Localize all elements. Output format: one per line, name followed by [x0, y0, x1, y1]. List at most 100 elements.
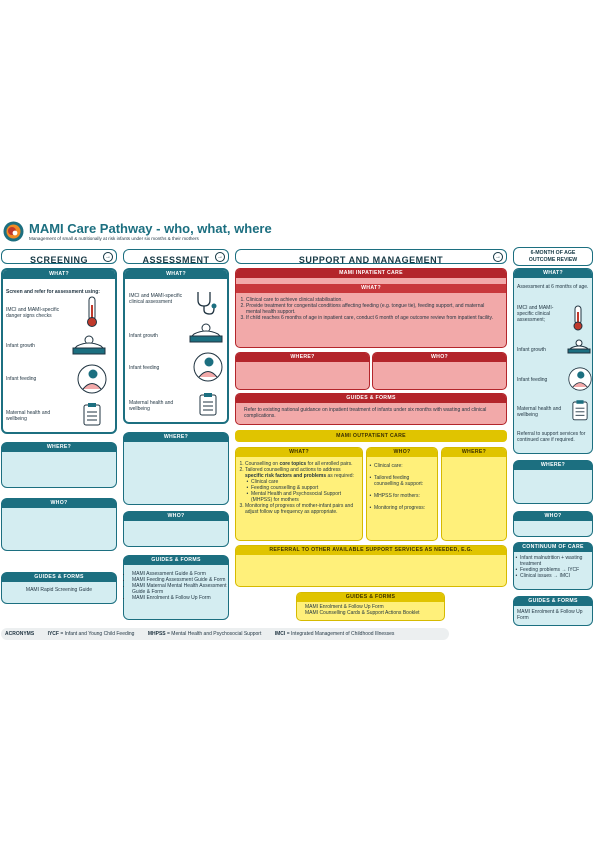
inpatient-where-header: WHERE? [236, 353, 369, 362]
clipboard-icon [83, 403, 101, 426]
outpatient-where-header: WHERE? [442, 448, 506, 457]
thermometer-icon [87, 296, 97, 327]
page-title: MAMI Care Pathway - who, what, where [29, 221, 272, 236]
outpatient-who-item: Clinical care: [374, 463, 434, 469]
screening-where-header: WHERE? [2, 443, 116, 452]
assessment-where-box: WHERE? [123, 432, 229, 505]
acronym-key: MHPSS [147, 631, 166, 637]
mother-baby-icon [77, 364, 107, 394]
inpatient-what-list: Clinical care to achieve clinical stabil… [236, 297, 498, 321]
assessment-title[interactable]: ASSESSMENT → [123, 249, 229, 265]
screening-who-box: WHO? [1, 498, 117, 551]
outpatient-where-box: WHERE? [441, 447, 507, 541]
screening-item-growth: Infant growth [6, 343, 35, 349]
outpatient-sub-item: Mental Health and Psychosocial Support (… [251, 491, 360, 503]
continuum-header: CONTINUUM OF CARE [514, 543, 592, 552]
mother-baby-icon [193, 352, 223, 382]
assessment-guides-box: GUIDES & FORMS MAMI Assessment Guide & F… [123, 555, 229, 620]
review-title-text: 6-MONTH OF AGE OUTCOME REVIEW [528, 250, 578, 263]
acronym-value: = Mental Health and Psychosocial Support [165, 631, 262, 637]
review-guides-header: GUIDES & FORMS [514, 597, 592, 606]
outpatient-title: MAMI OUTPATIENT CARE [235, 430, 507, 442]
outpatient-who-item: Monitoring of progress: [374, 505, 434, 511]
assessment-title-text: ASSESSMENT [142, 255, 210, 265]
continuum-box: CONTINUUM OF CARE Infant malnutrition + … [513, 542, 593, 590]
outpatient-what-header: WHAT? [236, 448, 362, 457]
screening-who-header: WHO? [2, 499, 116, 508]
inpatient-title: MAMI INPATIENT CARE [236, 269, 506, 278]
outpatient-guides-list: MAMI Enrolment & Follow Up Form MAMI Cou… [297, 604, 444, 616]
review-item-feeding: Infant feeding [517, 377, 548, 383]
screening-title[interactable]: SCREENING → [1, 249, 117, 265]
assessment-guides-list: MAMI Assessment Guide & Form MAMI Feedin… [124, 571, 228, 601]
screening-title-text: SCREENING [29, 255, 88, 265]
assessment-who-header: WHO? [124, 512, 228, 521]
inpatient-who-header: WHO? [373, 353, 506, 362]
continuum-item: Infant malnutrition + wasting treatment [520, 555, 592, 567]
support-title-text: SUPPORT AND MANAGEMENT [298, 255, 444, 265]
assessment-guide-item: MAMI Maternal Mental Health Assessment G… [132, 583, 228, 595]
review-what-box: WHAT? Assessment at 6 months of age. IMC… [513, 268, 593, 454]
clipboard-icon [572, 400, 588, 421]
assessment-guides-header: GUIDES & FORMS [124, 556, 228, 565]
scale-baby-icon [72, 335, 106, 355]
stethoscope-icon [197, 292, 217, 315]
acronyms-bar: ACRONYMS IYCF = Infant and Young Child F… [1, 628, 449, 640]
acronym-value: = Integrated Management of Childhood Ill… [285, 631, 395, 637]
screening-intro: Screen and refer for assessment using: [6, 289, 100, 295]
assessment-item-clinical: IMCI and MAMI-specific clinical assessme… [129, 293, 183, 305]
outpatient-guides-header: GUIDES & FORMS [297, 593, 444, 602]
screening-what-header: WHAT? [3, 270, 115, 279]
review-item-maternal: Maternal health and wellbeing [517, 406, 562, 418]
assessment-who-box: WHO? [123, 511, 229, 547]
review-item-clinical: IMCI and MAMI-specific clinical assessme… [517, 305, 554, 323]
review-item-growth: Infant growth [517, 347, 546, 353]
screening-guides-header: GUIDES & FORMS [2, 573, 116, 582]
clipboard-icon [199, 393, 217, 416]
thermometer-icon [573, 305, 583, 331]
assessment-guide-item: MAMI Enrolment & Follow Up Form [132, 595, 228, 601]
arrow-right-icon: → [493, 251, 503, 262]
screening-item-maternal: Maternal health and wellbeing [6, 410, 51, 422]
assessment-item-growth: Infant growth [129, 333, 158, 339]
referral-header: REFERRAL TO OTHER AVAILABLE SUPPORT SERV… [236, 546, 506, 555]
arrow-right-icon: → [215, 251, 225, 262]
scale-baby-icon [567, 339, 591, 354]
assessment-item-maternal: Maternal health and wellbeing [129, 400, 174, 412]
outpatient-guide-item: MAMI Counselling Cards & Support Actions… [305, 610, 444, 616]
acronym-value: = Infant and Young Child Feeding [58, 631, 135, 637]
outpatient-what-item: Tailored counselling and actions to addr… [245, 467, 360, 503]
review-guide-item: MAMI Enrolment & Follow Up Form [517, 609, 583, 621]
acronyms-label: ACRONYMS [5, 631, 35, 637]
continuum-item: Clinical issues → IMCI [520, 573, 592, 579]
outpatient-guide-item: MAMI Enrolment & Follow Up Form [305, 604, 444, 610]
screening-guides-box: GUIDES & FORMS MAMI Rapid Screening Guid… [1, 572, 117, 604]
inpatient-what-box: MAMI INPATIENT CARE WHAT? Clinical care … [235, 268, 507, 348]
outpatient-what-list: Counselling on core topics for all enrol… [236, 461, 360, 515]
assessment-what-box: WHAT? IMCI and MAMI-specific clinical as… [123, 268, 229, 424]
outpatient-who-list: Clinical care: Tailored feeding counsell… [367, 463, 434, 511]
acronym-key: IYCF [47, 631, 59, 637]
mother-baby-icon [568, 367, 592, 391]
outpatient-sub-item: Clinical care [251, 479, 360, 485]
assessment-guide-item: MAMI Feeding Assessment Guide & Form [132, 577, 228, 583]
screening-where-box: WHERE? [1, 442, 117, 488]
outpatient-guides-box: GUIDES & FORMS MAMI Enrolment & Follow U… [296, 592, 445, 621]
support-title[interactable]: SUPPORT AND MANAGEMENT → [235, 249, 507, 265]
review-who-header: WHO? [514, 512, 592, 521]
outpatient-what-box: WHAT? Counselling on core topics for all… [235, 447, 363, 541]
inpatient-guides-header: GUIDES & FORMS [236, 394, 506, 403]
review-item-assessment: Assessment at 6 months of age. [517, 284, 589, 290]
inpatient-guides-text: Refer to existing national guidance on i… [244, 407, 487, 419]
scale-baby-icon [189, 323, 223, 343]
assessment-item-feeding: Infant feeding [129, 365, 160, 371]
review-title[interactable]: 6-MONTH OF AGE OUTCOME REVIEW [513, 247, 593, 266]
inpatient-what-item: If child reaches 6 months of age in inpa… [246, 315, 498, 321]
review-item-referral: Referral to support services for continu… [517, 431, 586, 443]
arrow-right-icon: → [103, 251, 113, 262]
assessment-what-header: WHAT? [125, 270, 227, 279]
outpatient-who-item: MHPSS for mothers: [374, 493, 434, 499]
continuum-list: Infant malnutrition + wasting treatment … [514, 555, 592, 579]
assessment-where-header: WHERE? [124, 433, 228, 442]
inpatient-who-box: WHO? [372, 352, 507, 390]
